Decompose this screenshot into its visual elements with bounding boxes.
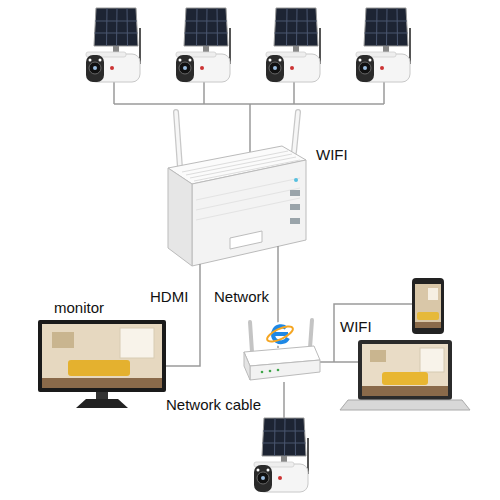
- nvr-port: [290, 204, 300, 210]
- nvr-side: [168, 168, 192, 266]
- nvr-port: [290, 218, 300, 224]
- monitor-screen: monitor: [38, 320, 166, 392]
- nvr-antenna: [176, 112, 180, 168]
- hdmi-cable: [166, 264, 200, 366]
- router-antenna: [250, 322, 252, 352]
- laptop-floor: [362, 386, 448, 396]
- laptop-base: [340, 400, 470, 410]
- nvr-led: [294, 178, 298, 182]
- connection-label: WIFI: [316, 146, 348, 163]
- nvr-antenna: [294, 112, 298, 152]
- router-led: [277, 369, 280, 372]
- connection-label: Network cable: [166, 396, 261, 413]
- nvr-antenna: [294, 112, 298, 152]
- phone-window: [428, 288, 438, 300]
- screen-frame: [52, 332, 74, 348]
- node-heading: monitor: [54, 299, 104, 316]
- screen-picture: [42, 324, 162, 388]
- screen-floor: [42, 378, 162, 388]
- router-side: [244, 352, 250, 380]
- laptop-window: [420, 348, 444, 372]
- monitor-neck: [96, 392, 108, 400]
- camera-wiring: [114, 82, 384, 152]
- laptop-screen: [362, 344, 448, 396]
- router-led: [269, 370, 272, 373]
- screen-window: [120, 328, 154, 358]
- nvr-front: [192, 160, 306, 266]
- router-led: [261, 371, 264, 374]
- router-antenna: [310, 320, 312, 348]
- connection-label: WIFI: [340, 318, 372, 335]
- phone-sofa: [417, 312, 439, 320]
- nvr-port: [290, 190, 300, 196]
- connection-label: Network: [214, 288, 269, 305]
- laptop-frame: [370, 350, 386, 362]
- nvr-ribs: [196, 178, 300, 220]
- solar-camera: [266, 8, 320, 82]
- screen-sofa: [68, 360, 130, 376]
- nvr-antenna: [176, 112, 180, 168]
- phone-floor: [415, 322, 441, 328]
- router-front: [250, 360, 320, 380]
- phone-body: [412, 278, 444, 334]
- nvr-slot: [230, 231, 262, 249]
- solar-camera: [254, 418, 308, 492]
- solar-camera: [86, 8, 140, 82]
- connection-label: HDMI: [150, 288, 188, 305]
- phone-screen: [415, 284, 441, 328]
- browser-logo-ring: [265, 324, 295, 345]
- solar-camera: [356, 8, 410, 82]
- monitor-stand: [76, 399, 128, 408]
- solar-camera: [176, 8, 230, 82]
- laptop-sofa: [382, 372, 428, 385]
- network-cable: [283, 382, 285, 418]
- laptop-bezel: [358, 340, 452, 400]
